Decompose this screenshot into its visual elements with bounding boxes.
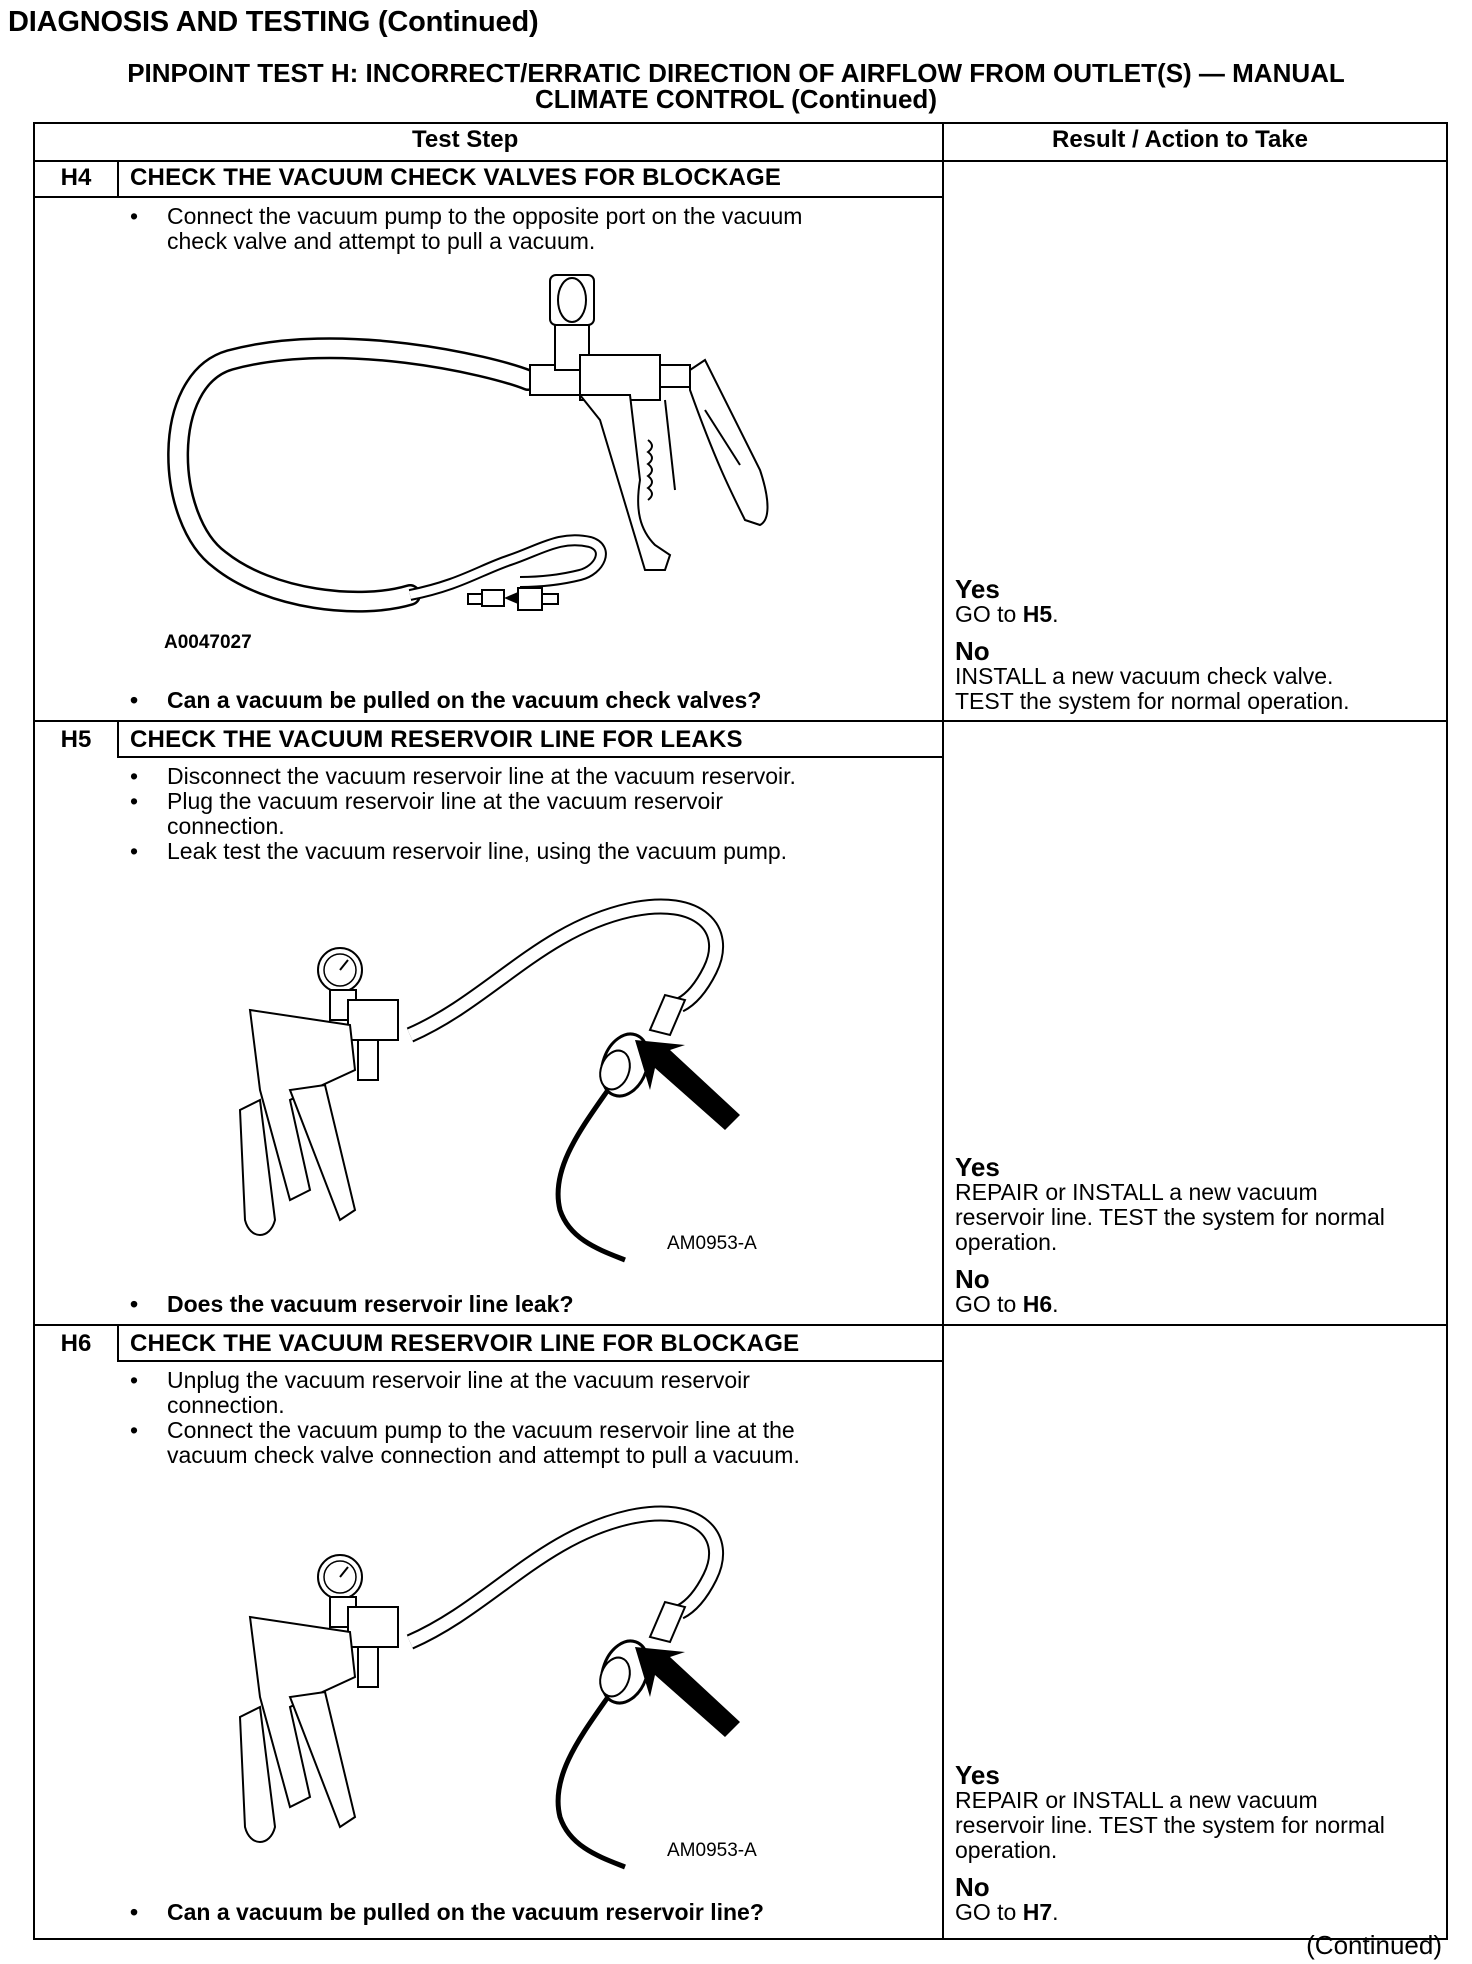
result-no-action-prefix: GO to bbox=[955, 1899, 1023, 1925]
result-no-label-h5: No bbox=[955, 1264, 990, 1294]
result-yes-action-h5: REPAIR or INSTALL a new vacuum reservoir… bbox=[955, 1179, 1385, 1255]
instruction-text: Unplug the vacuum reservoir line at the … bbox=[167, 1367, 750, 1418]
result-yes-action-h4: GO to H5. bbox=[955, 601, 1059, 627]
figure-code-h6: AM0953-A bbox=[667, 1840, 757, 1861]
column-divider bbox=[942, 122, 944, 1940]
bullet-dot: • bbox=[130, 687, 139, 713]
pinpoint-test-heading-line1: PINPOINT TEST H: INCORRECT/ERRATIC DIREC… bbox=[127, 58, 1345, 88]
step-reference-h7: H7 bbox=[1022, 1899, 1053, 1925]
result-no-label-h4: No bbox=[955, 636, 990, 666]
step-title-rule-h4 bbox=[33, 196, 944, 198]
result-yes-action-prefix: GO to bbox=[955, 601, 1023, 627]
step-id-h5: H5 bbox=[60, 726, 92, 753]
step-reference-h5: H5 bbox=[1022, 601, 1053, 627]
bullet-dot: • bbox=[130, 1899, 139, 1925]
instruction-text: Connect the vacuum pump to the vacuum re… bbox=[167, 1417, 800, 1468]
step-title-rule-h5 bbox=[117, 756, 944, 758]
pinpoint-test-heading-line2: CLIMATE CONTROL (Continued) bbox=[535, 84, 937, 114]
bullet-dot: • bbox=[130, 203, 139, 229]
vacuum-pump-check-valve-illustration bbox=[167, 274, 769, 613]
question-text: Does the vacuum reservoir line leak? bbox=[167, 1291, 574, 1317]
step-title-h6: CHECK THE VACUUM RESERVOIR LINE FOR BLOC… bbox=[130, 1330, 800, 1357]
bullet-dot: • bbox=[130, 1291, 139, 1317]
step-id-divider-h5 bbox=[117, 720, 119, 758]
column-header-test-step: Test Step bbox=[412, 126, 519, 153]
figure-code-h4: A0047027 bbox=[164, 632, 252, 653]
result-yes-action-h6: REPAIR or INSTALL a new vacuum reservoir… bbox=[955, 1787, 1385, 1863]
header-rule bbox=[33, 160, 1448, 162]
result-no-action-h4: INSTALL a new vacuum check valve. TEST t… bbox=[955, 663, 1350, 714]
result-no-action-prefix: GO to bbox=[955, 1291, 1023, 1317]
continued-footer: (Continued) bbox=[1306, 1930, 1442, 1960]
instruction-text: Connect the vacuum pump to the opposite … bbox=[167, 203, 803, 254]
result-yes-label-h4: Yes bbox=[955, 574, 1000, 604]
instruction-text: Leak test the vacuum reservoir line, usi… bbox=[167, 838, 788, 864]
pinpoint-test-heading: PINPOINT TEST H: INCORRECT/ERRATIC DIREC… bbox=[40, 60, 1432, 112]
result-yes-label-h6: Yes bbox=[955, 1760, 1000, 1790]
column-header-result: Result / Action to Take bbox=[1052, 126, 1309, 153]
page-title: DIAGNOSIS AND TESTING (Continued) bbox=[8, 6, 539, 38]
result-yes-label-h5: Yes bbox=[955, 1152, 1000, 1182]
test-step-table bbox=[33, 122, 1448, 1940]
step-title-h4: CHECK THE VACUUM CHECK VALVES FOR BLOCKA… bbox=[130, 164, 782, 191]
vacuum-reservoir-line-blockage-illustration bbox=[238, 1505, 740, 1870]
step-id-h4: H4 bbox=[60, 164, 92, 191]
step-reference-h6: H6 bbox=[1022, 1291, 1053, 1317]
step-title-h5: CHECK THE VACUUM RESERVOIR LINE FOR LEAK… bbox=[130, 726, 743, 753]
step-rule-h5-end bbox=[33, 1324, 1448, 1326]
bullet-dot: • bbox=[130, 763, 139, 789]
step-title-rule-h6 bbox=[117, 1360, 944, 1362]
bullet-dot: • bbox=[130, 788, 139, 814]
instruction-text: Plug the vacuum reservoir line at the va… bbox=[167, 788, 724, 839]
step-id-divider-h4 bbox=[117, 160, 119, 198]
vacuum-reservoir-line-leak-illustration bbox=[238, 898, 740, 1263]
step-id-divider-h6 bbox=[117, 1324, 119, 1362]
bullet-dot: • bbox=[130, 1367, 139, 1393]
step-rule-h4-end bbox=[33, 720, 1448, 722]
bullet-dot: • bbox=[130, 838, 139, 864]
result-no-label-h6: No bbox=[955, 1872, 990, 1902]
step-id-h6: H6 bbox=[60, 1330, 92, 1357]
result-no-action-h5: GO to H6. bbox=[955, 1291, 1059, 1317]
figure-code-h5: AM0953-A bbox=[667, 1233, 757, 1254]
result-no-action-h6: GO to H7. bbox=[955, 1899, 1059, 1925]
question-text: Can a vacuum be pulled on the vacuum res… bbox=[167, 1899, 764, 1925]
instruction-text: Disconnect the vacuum reservoir line at … bbox=[167, 763, 796, 789]
bullet-dot: • bbox=[130, 1417, 139, 1443]
question-text: Can a vacuum be pulled on the vacuum che… bbox=[167, 687, 762, 713]
